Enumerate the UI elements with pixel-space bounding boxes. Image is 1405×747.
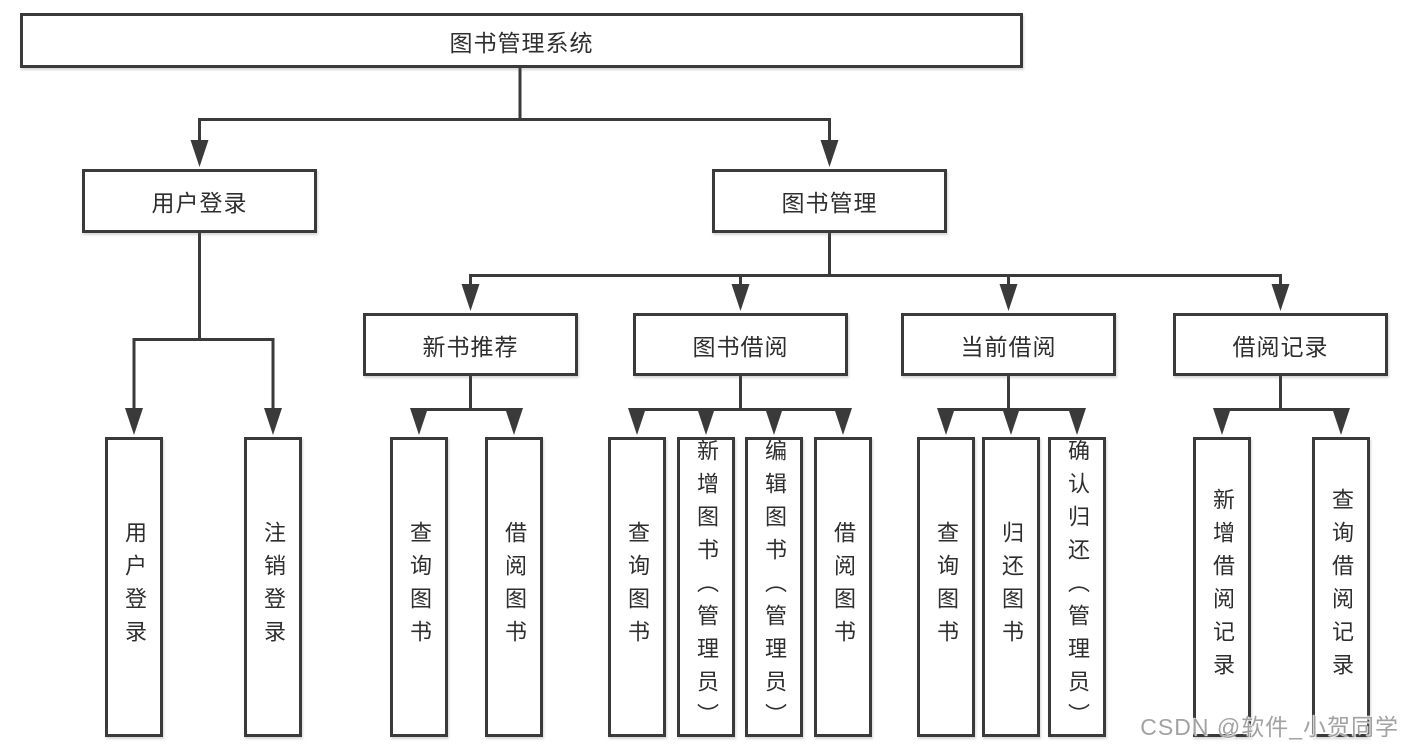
leaf-edit-book-admin: 编辑图书（管理员） [745, 437, 803, 737]
node-current-borrow: 当前借阅 [901, 313, 1116, 376]
node-book-borrow: 图书借阅 [633, 313, 848, 376]
leaf-return-book: 归还图书 [982, 437, 1040, 737]
connector-current-borrow-to-leaves [937, 376, 1086, 435]
node-book-management: 图书管理 [712, 169, 947, 233]
connector-root-to-level2 [190, 68, 839, 167]
leaf-query-books-recommend: 查询图书 [390, 437, 448, 737]
leaf-add-borrow-record: 新增借阅记录 [1193, 437, 1251, 737]
leaf-query-books-current: 查询图书 [917, 437, 975, 737]
node-new-book-recommend: 新书推荐 [363, 313, 578, 376]
connector-new-book-recommend-to-leaves [410, 376, 523, 435]
leaf-borrow-books-recommend: 借阅图书 [485, 437, 543, 737]
leaf-add-book-admin: 新增图书（管理员） [677, 437, 735, 737]
leaf-query-borrow-record: 查询借阅记录 [1312, 437, 1370, 737]
node-root: 图书管理系统 [20, 13, 1023, 68]
leaf-query-books-borrow: 查询图书 [608, 437, 666, 737]
leaf-confirm-return-admin: 确认归还（管理员） [1048, 437, 1106, 737]
leaf-logout: 注销登录 [244, 437, 302, 737]
connector-book-mgmt-to-level3 [461, 233, 1290, 311]
connector-user-login-to-leaves [125, 233, 282, 435]
node-borrow-records: 借阅记录 [1173, 313, 1388, 376]
connector-borrow-records-to-leaves [1213, 376, 1350, 435]
node-user-login: 用户登录 [82, 169, 317, 233]
connector-book-borrow-to-leaves [628, 376, 852, 435]
leaf-user-login: 用户登录 [105, 437, 163, 737]
watermark-text: CSDN @软件_小贺同学 [1140, 714, 1399, 740]
leaf-borrow-books-borrow: 借阅图书 [814, 437, 872, 737]
